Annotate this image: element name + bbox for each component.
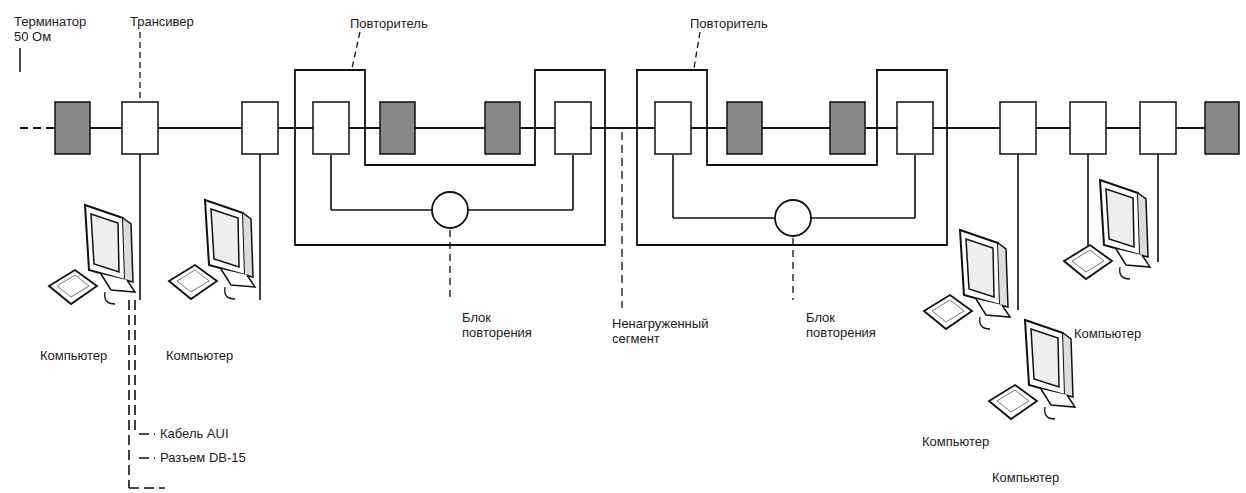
transceiver — [122, 102, 1176, 154]
computer-label: Компьютер — [992, 470, 1059, 485]
connector-label: Разъем DB-15 — [160, 450, 246, 465]
repeater-label: Повторитель — [350, 16, 428, 31]
computer-label: Компьютер — [1074, 326, 1141, 341]
cable-label: Кабель AUI — [160, 426, 229, 441]
repeat-unit — [432, 192, 468, 228]
computer-icon — [49, 180, 1150, 419]
terminator — [55, 102, 1239, 154]
repeat-unit — [775, 200, 811, 236]
bus-dash — [20, 127, 55, 129]
segment-marker — [621, 132, 622, 308]
repeater-outline — [295, 70, 605, 245]
repeat-unit-label: Блок повторения — [462, 310, 554, 340]
computer-label: Компьютер — [166, 348, 233, 363]
repeater-label: Повторитель — [690, 16, 768, 31]
computer-label: Компьютер — [922, 434, 989, 449]
computer-label: Компьютер — [40, 348, 107, 363]
aui-cable — [129, 300, 165, 488]
repeat-unit-label: Блок повторения — [806, 310, 898, 340]
terminator-label: Терминатор 50 Ом — [14, 14, 104, 44]
segment-label: Ненагруженный сегмент — [612, 316, 742, 346]
bus-cable — [55, 127, 1225, 129]
transceiver-label: Трансивер — [130, 14, 194, 29]
repeater-outline — [637, 70, 947, 245]
